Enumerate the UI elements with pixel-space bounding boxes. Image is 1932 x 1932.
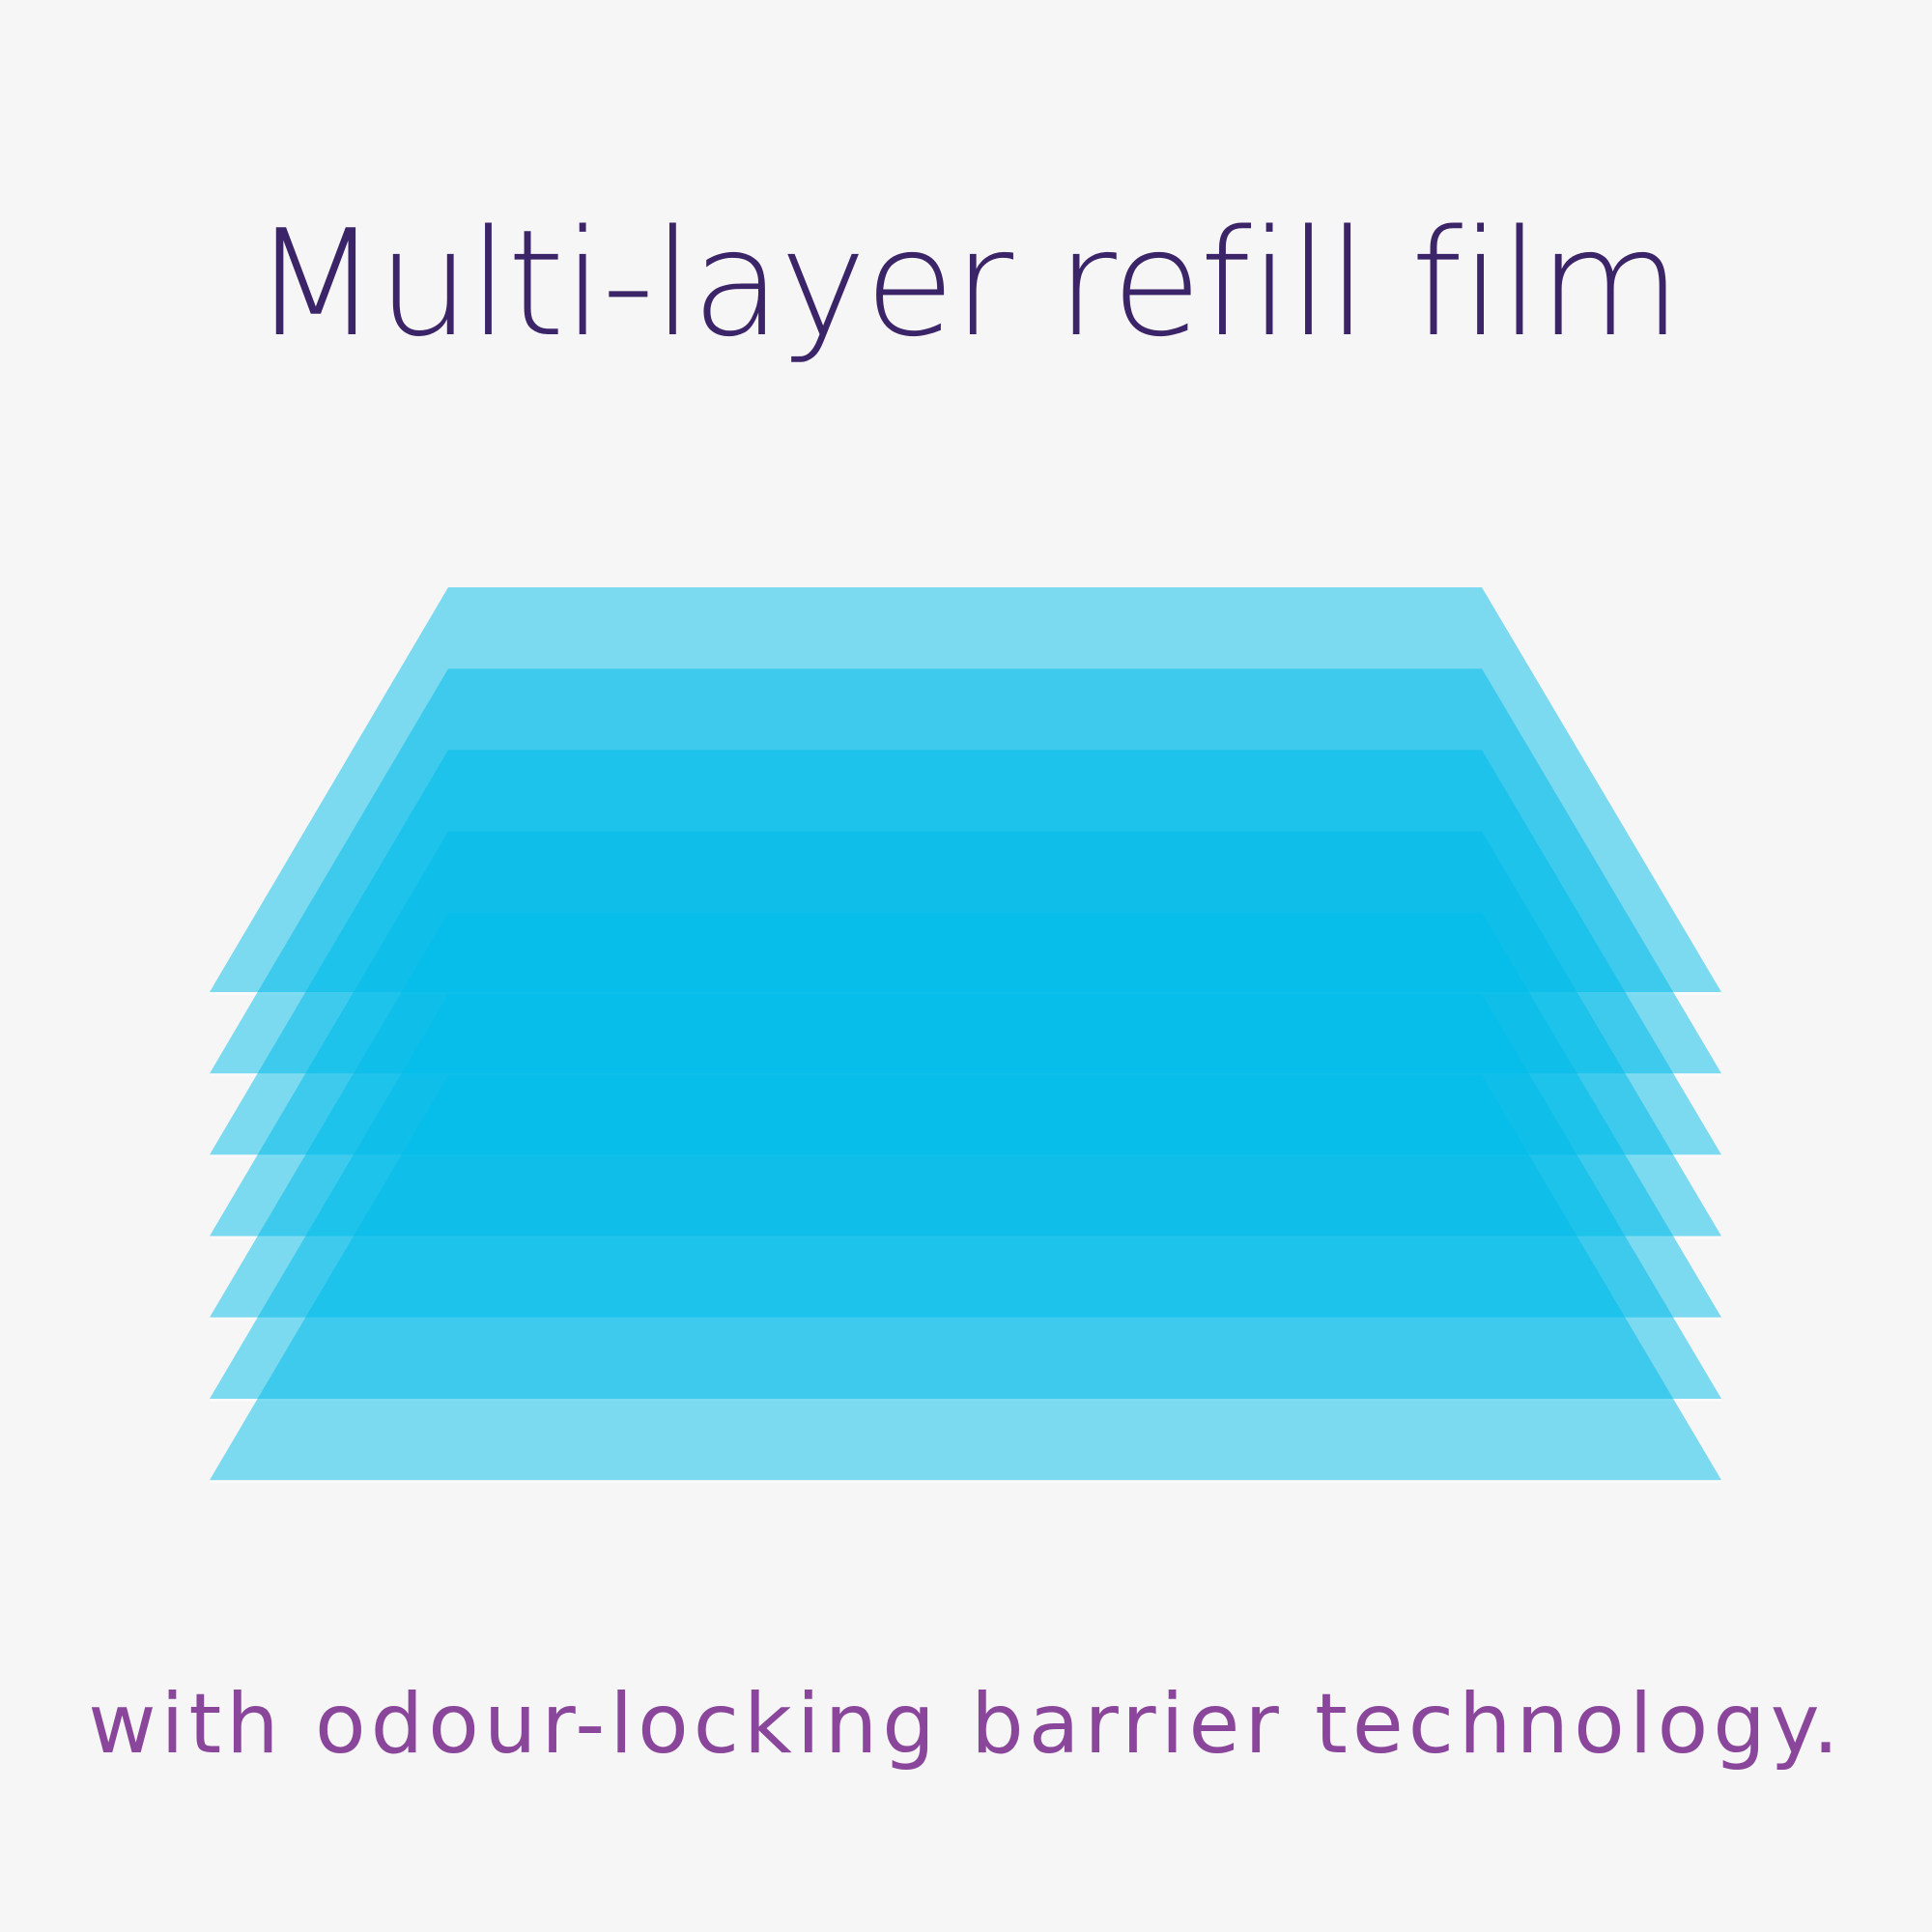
page-title: Multi-layer refill film <box>252 198 1681 369</box>
film-layer-shape <box>210 1075 1721 1481</box>
page-subtitle: with odour-locking barrier technology. <box>88 1676 1844 1773</box>
film-layer <box>210 1075 1721 1484</box>
